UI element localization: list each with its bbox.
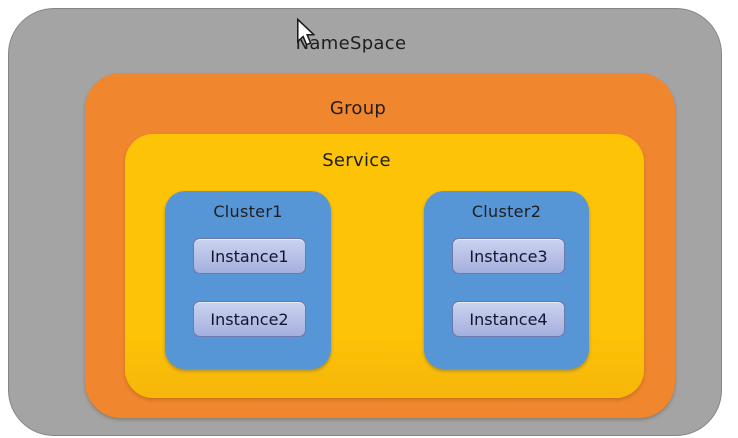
service-label: Service bbox=[322, 150, 391, 171]
cluster-2-label: Cluster2 bbox=[471, 202, 542, 221]
instance-2-label: Instance2 bbox=[210, 309, 289, 329]
instance-2-box: Instance2 bbox=[193, 301, 306, 337]
instance-3-box: Instance3 bbox=[452, 238, 565, 274]
instance-3-label: Instance3 bbox=[469, 246, 548, 266]
cluster-1-label: Cluster1 bbox=[213, 202, 283, 221]
instance-1-box: Instance1 bbox=[193, 238, 306, 274]
instance-4-box: Instance4 bbox=[452, 301, 565, 337]
group-box: Group Service Cluster1 Instance1 Instanc… bbox=[85, 73, 675, 418]
group-label: Group bbox=[329, 98, 387, 119]
namespace-label: NameSpace bbox=[295, 33, 407, 54]
cluster-1-box: Cluster1 Instance1 Instance2 bbox=[165, 191, 331, 369]
namespace-box: NameSpace Group Service Cluster1 Instanc… bbox=[8, 8, 722, 436]
cluster-2-box: Cluster2 Instance3 Instance4 bbox=[424, 191, 589, 369]
service-box: Service Cluster1 Instance1 Instance2 Clu… bbox=[125, 134, 644, 398]
instance-4-label: Instance4 bbox=[469, 309, 548, 329]
instance-1-label: Instance1 bbox=[210, 246, 289, 266]
